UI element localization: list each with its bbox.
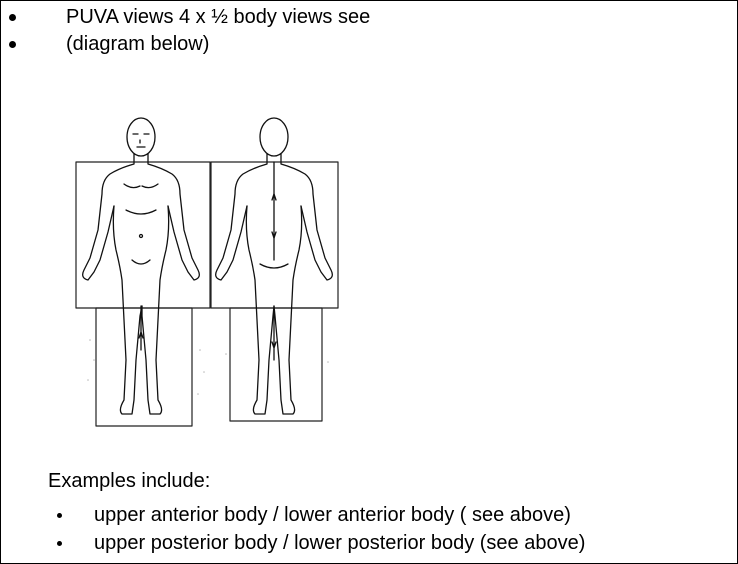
body-views-diagram (60, 110, 360, 435)
top-bullet-2: (diagram below) (66, 31, 209, 57)
lower-anterior-box (96, 308, 192, 426)
bullet-icon (9, 41, 16, 48)
examples-heading: Examples include: (48, 468, 210, 494)
top-bullet-1: PUVA views 4 x ½ body views see (66, 4, 370, 30)
bullet-icon (57, 513, 62, 518)
scan-noise (87, 339, 329, 395)
bullet-icon (9, 14, 16, 21)
example-item-1: upper anterior body / lower anterior bod… (94, 502, 571, 528)
example-item-2: upper posterior body / lower posterior b… (94, 530, 585, 556)
bullet-icon (57, 541, 62, 546)
